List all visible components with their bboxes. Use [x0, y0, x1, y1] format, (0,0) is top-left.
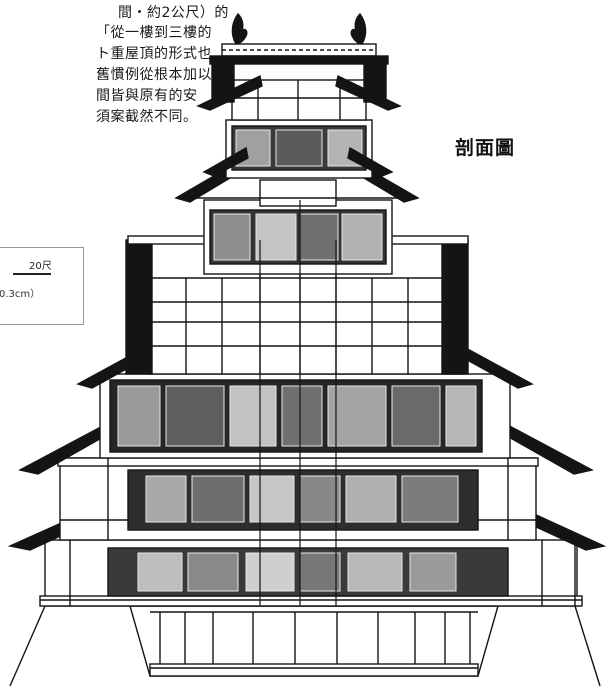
scale-label: 20尺 [29, 261, 52, 272]
ridge-ornament-left [231, 12, 248, 45]
third-floor [76, 344, 534, 459]
fourth-floor [125, 235, 469, 375]
diagram-title: 剖面圖 [455, 137, 516, 159]
first-floor [7, 500, 607, 607]
description-line-5: 間皆與原有的安 [96, 88, 198, 104]
ridge-ornament-right [350, 12, 367, 45]
description-line-4: 舊慣例從根本加以 [96, 67, 212, 83]
stone-base [129, 605, 499, 677]
scale-bar [13, 273, 51, 275]
fifth-floor [174, 160, 420, 275]
scale-legend: 20尺 0.3cm） [0, 247, 84, 325]
slope-right [574, 605, 601, 687]
description-line-2: 「從一樓到三樓的 [96, 25, 212, 41]
roof-ridge [209, 43, 389, 65]
sixth-floor [202, 119, 394, 179]
scale-unit: 0.3cm） [0, 289, 41, 300]
description-line-1: 間・約2公尺）的 [118, 5, 229, 21]
top-floor [196, 61, 402, 121]
description-line-6: 須案截然不同。 [96, 109, 198, 125]
slope-left [9, 605, 46, 687]
description-line-3: ト重屋頂的形式也 [96, 46, 212, 62]
central-posts [259, 200, 337, 606]
